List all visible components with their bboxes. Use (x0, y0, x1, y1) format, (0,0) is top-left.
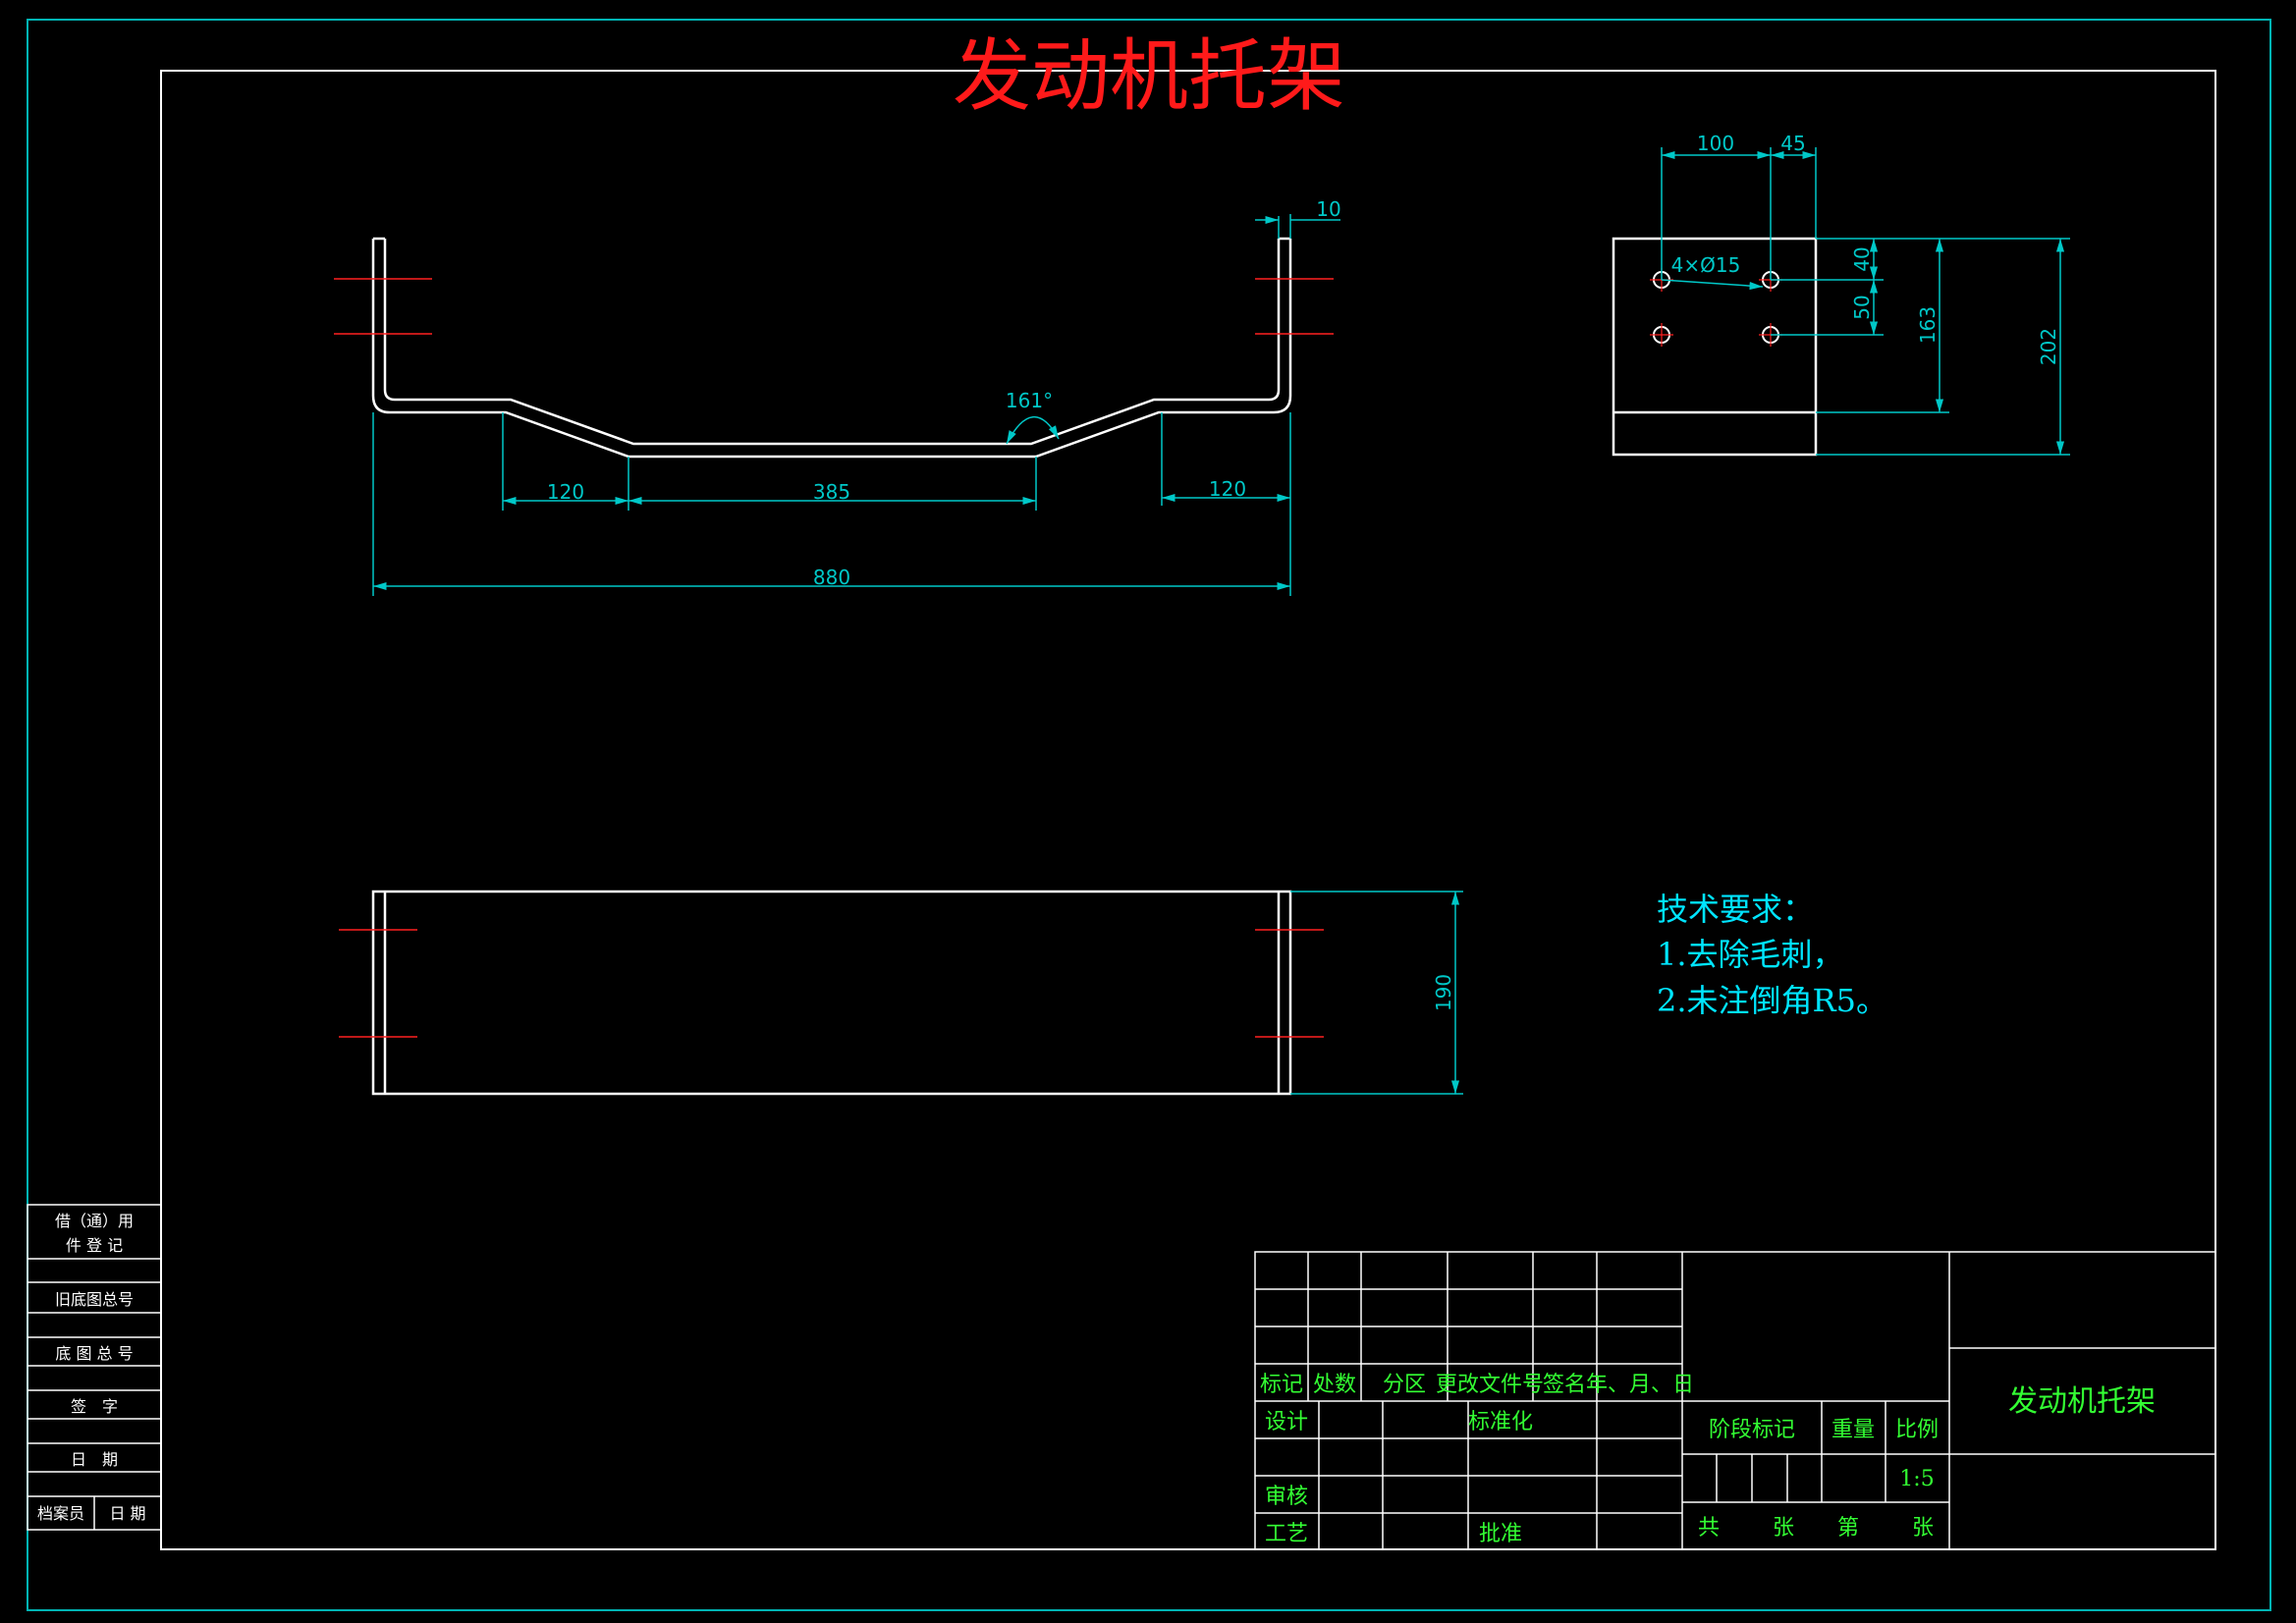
dim-100: 100 (1697, 132, 1734, 155)
dim-middle-385: 385 (813, 480, 850, 504)
tb-sheet-1: 张 (1773, 1516, 1794, 1541)
tb-sheet-2: 张 (1912, 1516, 1934, 1541)
front-view-dimension-text: 120 385 120 880 10 161° (547, 197, 1341, 589)
tb-r-standard: 标准化 (1468, 1410, 1533, 1434)
tb-weight: 重量 (1831, 1418, 1875, 1442)
side-row-1b: 件 登 记 (66, 1236, 123, 1255)
dim-190: 190 (1432, 974, 1455, 1011)
notes-line-1: 1.去除毛刺， (1657, 936, 1844, 973)
top-view (371, 890, 1292, 1096)
side-view-dimensions (1661, 147, 2070, 456)
title-block-grid (1254, 1251, 2216, 1550)
front-view (371, 237, 1292, 459)
outer-border (27, 19, 2271, 1611)
top-view-center-lines (339, 929, 1324, 1038)
dim-40: 40 (1850, 246, 1874, 271)
tb-r-approve: 批准 (1479, 1522, 1522, 1546)
notes-heading: 技术要求： (1657, 891, 1814, 928)
tb-r-design: 设计 (1265, 1410, 1308, 1434)
dim-left-120: 120 (547, 480, 584, 504)
front-view-dimensions (372, 214, 1340, 596)
dim-right-120: 120 (1209, 477, 1246, 501)
tb-scale-value: 1:5 (1899, 1467, 1934, 1491)
side-view-holes (1653, 271, 1779, 344)
dim-202: 202 (2037, 328, 2060, 365)
tb-h-zone: 分区 (1383, 1373, 1426, 1397)
drawing-title: 发动机托架 (953, 30, 1345, 122)
tb-part-name: 发动机托架 (2008, 1384, 2156, 1419)
tb-h-mark: 标记 (1260, 1373, 1303, 1397)
front-view-center-lines (334, 278, 1334, 335)
inner-frame (160, 70, 2216, 1550)
tb-r-review: 审核 (1265, 1485, 1308, 1509)
bracket-profile-outer (371, 239, 1292, 459)
tb-stage: 阶段标记 (1709, 1418, 1795, 1442)
side-row-5: 日 期 (71, 1450, 118, 1469)
side-row-1a: 借（通）用 (55, 1212, 134, 1230)
side-row-3: 底 图 总 号 (55, 1344, 133, 1363)
top-plate (371, 890, 1292, 1096)
side-row-4: 签 字 (71, 1397, 118, 1416)
side-view-dimension-text: 100 45 4×Ø15 40 50 163 202 (1671, 132, 2060, 365)
tb-h-doc: 更改文件号 (1436, 1373, 1544, 1397)
bracket-profile-inner (383, 239, 1281, 446)
tb-nth: 第 (1837, 1516, 1859, 1541)
side-view (1612, 237, 1818, 457)
tb-h-sign: 签名 (1543, 1373, 1586, 1397)
dim-angle-161: 161° (1006, 389, 1053, 412)
tb-scale-label: 比例 (1895, 1418, 1939, 1442)
holes-note: 4×Ø15 (1671, 253, 1741, 277)
tb-h-count: 处数 (1313, 1373, 1356, 1397)
side-row-6b: 日 期 (109, 1504, 145, 1523)
dim-163: 163 (1916, 306, 1940, 344)
side-row-6a: 档案员 (37, 1504, 84, 1523)
technical-requirements: 技术要求： 1.去除毛刺， 2.未注倒角R5。 (1657, 891, 1887, 1019)
dim-45: 45 (1780, 132, 1805, 155)
dim-total-880: 880 (813, 566, 850, 589)
side-registration-table (27, 1204, 162, 1531)
tb-r-process: 工艺 (1265, 1522, 1308, 1546)
notes-line-2: 2.未注倒角R5。 (1657, 982, 1887, 1019)
tb-h-date: 年、月、日 (1586, 1373, 1694, 1397)
title-block-text: 标记 处数 分区 更改文件号 签名 年、月、日 设计 标准化 审核 工艺 批准 … (1260, 1373, 2156, 1546)
dim-thickness-10: 10 (1316, 197, 1340, 221)
dim-50: 50 (1850, 295, 1874, 319)
side-row-2: 旧底图总号 (55, 1290, 134, 1309)
side-plate (1612, 237, 1818, 457)
side-registration-text: 借（通）用 件 登 记 旧底图总号 底 图 总 号 签 字 日 期 档案员 日 … (37, 1212, 146, 1523)
tb-total: 共 (1698, 1516, 1720, 1541)
top-view-dimensions (1290, 891, 1463, 1095)
